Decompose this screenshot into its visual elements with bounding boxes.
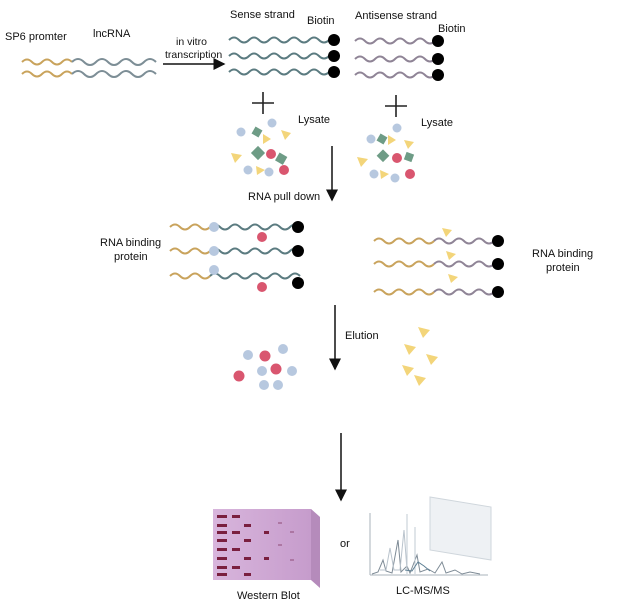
rbp-label-left-2: protein xyxy=(114,251,148,263)
lcms-label: LC-MS/MS xyxy=(396,585,450,597)
rbp-label-left-1: RNA binding xyxy=(100,237,161,249)
sense-strand-label: Sense strand xyxy=(230,9,295,21)
antisense-bound-complex xyxy=(373,228,504,298)
lncrna-label: lncRNA xyxy=(93,28,131,40)
lysate-left xyxy=(231,118,291,177)
lncrna-strand-2 xyxy=(71,70,157,78)
transcription-label: transcription xyxy=(165,49,222,61)
plus-icon xyxy=(252,92,274,114)
biotin-dot xyxy=(432,35,444,47)
lysate-label-left: Lysate xyxy=(298,114,330,126)
promoter-label: SP6 promter xyxy=(5,31,67,43)
lysate-right xyxy=(357,123,415,183)
biotin-label-sense: Biotin xyxy=(307,15,335,27)
elution-label: Elution xyxy=(345,330,379,342)
biotin-dot xyxy=(432,69,444,81)
biotin-label-antisense: Biotin xyxy=(438,23,466,35)
in-vitro-label: in vitro xyxy=(176,36,207,48)
biotin-dot xyxy=(432,53,444,65)
eluted-proteins-left xyxy=(233,344,297,390)
rbp-label-right-2: protein xyxy=(546,262,580,274)
western-blot-label: Western Blot xyxy=(237,590,300,602)
biotin-dot xyxy=(328,34,340,46)
pull-down-label: RNA pull down xyxy=(248,191,320,203)
antisense-strand-label: Antisense strand xyxy=(355,10,437,22)
promoter-strand-1 xyxy=(21,58,73,66)
eluted-proteins-right xyxy=(402,327,438,386)
biotin-dot xyxy=(328,50,340,62)
plus-icon xyxy=(385,95,407,117)
sense-strands xyxy=(228,34,340,78)
template-rna xyxy=(21,58,157,78)
lncrna-strand-1 xyxy=(71,58,157,66)
western-blot-membrane xyxy=(213,509,320,588)
or-label: or xyxy=(340,538,350,550)
biotin-dot xyxy=(328,66,340,78)
rbp-label-right-1: RNA binding xyxy=(532,248,593,260)
lysate-label-right: Lysate xyxy=(421,117,453,129)
promoter-strand-2 xyxy=(21,70,73,78)
sense-bound-complex xyxy=(169,221,304,292)
antisense-strands xyxy=(354,35,444,81)
lcms-spectrum xyxy=(369,496,492,576)
